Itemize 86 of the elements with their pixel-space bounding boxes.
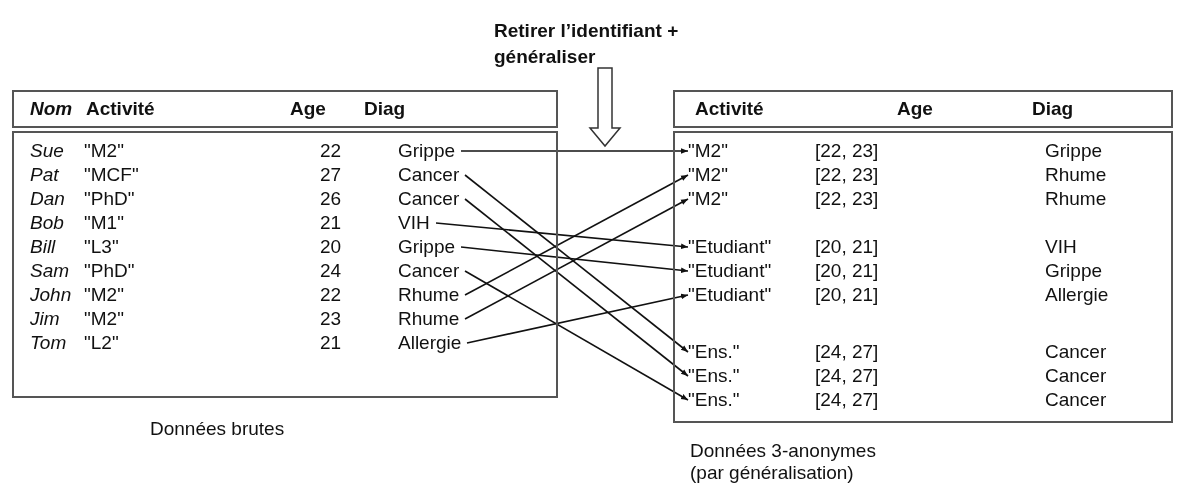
cell-text: Rhume	[398, 308, 460, 330]
cell-text: "Etudiant"	[688, 236, 772, 258]
cell-text: VIH	[398, 212, 430, 234]
cell-text: Tom	[30, 332, 67, 354]
cell-text: "M2"	[84, 284, 124, 306]
cell-text: Cancer	[398, 188, 460, 210]
arrow	[466, 293, 689, 344]
arrow	[460, 246, 689, 274]
cell-text: [22, 23]	[815, 140, 879, 162]
column-header: Age	[290, 98, 326, 120]
cell-text: [24, 27]	[815, 389, 879, 411]
cell-text: Cancer	[1045, 341, 1107, 363]
cell-text: "PhD"	[84, 188, 135, 210]
column-header: Activité	[86, 98, 155, 120]
table-header	[673, 90, 1173, 128]
cell-text: 24	[320, 260, 342, 282]
cell-text: 22	[320, 284, 342, 306]
cell-text: [22, 23]	[815, 188, 879, 210]
cell-text: John	[30, 284, 72, 306]
arrow	[435, 222, 689, 250]
cell-text: "M2"	[688, 140, 728, 162]
column-header: Activité	[695, 98, 764, 120]
cell-text: 22	[320, 140, 342, 162]
cell-text: Cancer	[398, 164, 460, 186]
cell-text: [20, 21]	[815, 260, 879, 282]
arrow	[464, 198, 689, 377]
cell-text: "L3"	[84, 236, 119, 258]
cell-text: Rhume	[1045, 188, 1107, 210]
cell-text: [20, 21]	[815, 284, 879, 306]
cell-text: 20	[320, 236, 342, 258]
column-header: Nom	[30, 98, 73, 120]
cell-text: 21	[320, 212, 342, 234]
cell-text: Rhume	[1045, 164, 1107, 186]
cell-text: "Ens."	[688, 365, 740, 387]
cell-text: 23	[320, 308, 342, 330]
cell-text: VIH	[1045, 236, 1077, 258]
column-header: Age	[897, 98, 933, 120]
cell-text: Bob	[30, 212, 64, 234]
cell-text: [22, 23]	[815, 164, 879, 186]
cell-text: "M2"	[688, 164, 728, 186]
arrow	[464, 270, 689, 401]
cell-text: Bill	[30, 236, 56, 258]
cell-text: "M2"	[84, 308, 124, 330]
cell-text: Rhume	[398, 284, 460, 306]
step-label: Retirer l’identifiant + généraliser	[494, 19, 680, 69]
cell-text: "M1"	[84, 212, 124, 234]
cell-text: "Etudiant"	[688, 284, 772, 306]
cell-text: "Ens."	[688, 389, 740, 411]
table-box	[673, 131, 1173, 423]
cell-text: Cancer	[1045, 365, 1107, 387]
table-caption: Données brutes	[150, 418, 286, 440]
table-box	[12, 131, 558, 398]
arrow	[464, 198, 689, 320]
cell-text: Cancer	[1045, 389, 1107, 411]
cell-text: 26	[320, 188, 342, 210]
cell-text: Cancer	[398, 260, 460, 282]
cell-text: "Etudiant"	[688, 260, 772, 282]
cell-text: Grippe	[1045, 260, 1103, 282]
cell-text: "M2"	[688, 188, 728, 210]
cell-text: Dan	[30, 188, 65, 210]
cell-text: Pat	[30, 164, 59, 186]
cell-text: Sam	[30, 260, 70, 282]
arrow	[464, 174, 689, 353]
column-header: Diag	[364, 98, 406, 120]
cell-text: [24, 27]	[815, 365, 879, 387]
arrow	[464, 174, 689, 296]
cell-text: Allergie	[1045, 284, 1109, 306]
cell-text: [20, 21]	[815, 236, 879, 258]
cell-text: [24, 27]	[815, 341, 879, 363]
column-header: Diag	[1032, 98, 1074, 120]
cell-text: Grippe	[398, 140, 456, 162]
cell-text: Grippe	[398, 236, 456, 258]
cell-text: Grippe	[1045, 140, 1103, 162]
table-header	[12, 90, 558, 128]
cell-text: 27	[320, 164, 342, 186]
cell-text: 21	[320, 332, 342, 354]
cell-text: Sue	[30, 140, 64, 162]
cell-text: "PhD"	[84, 260, 135, 282]
cell-text: Allergie	[398, 332, 462, 354]
cell-text: "M2"	[84, 140, 124, 162]
arrow	[460, 148, 689, 154]
cell-text: "MCF"	[84, 164, 139, 186]
table-caption: Données 3-anonymes (par généralisation)	[690, 440, 877, 484]
cell-text: "L2"	[84, 332, 119, 354]
cell-text: "Ens."	[688, 341, 740, 363]
cell-text: Jim	[30, 308, 60, 330]
